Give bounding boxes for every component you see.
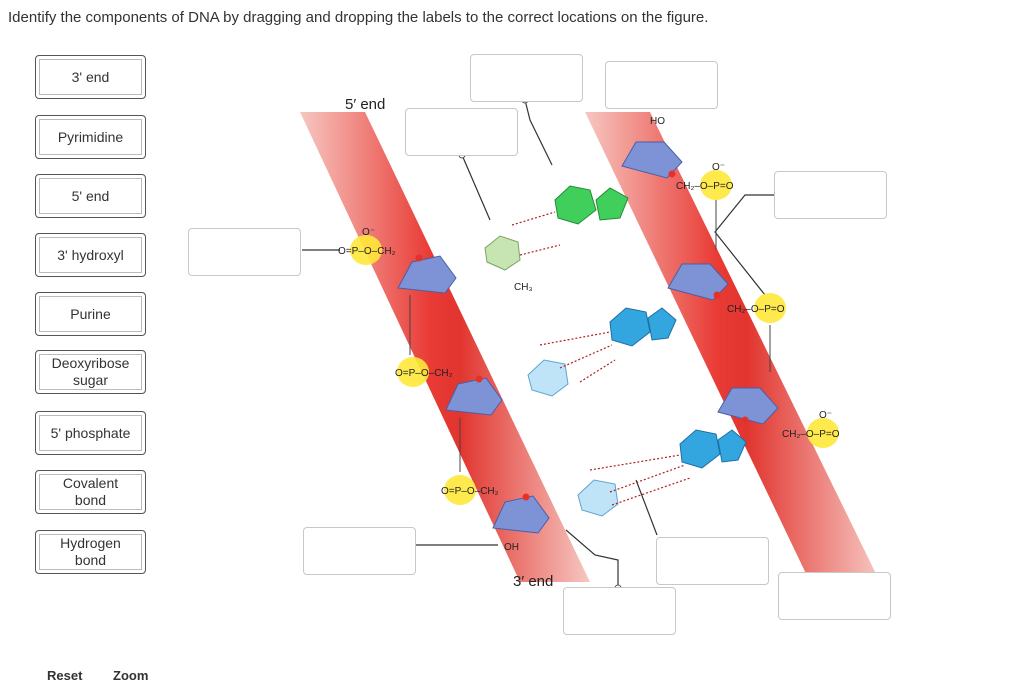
left-strand — [300, 112, 590, 582]
label-text: 5' phosphate — [50, 424, 131, 441]
instruction-text: Identify the components of DNA by draggi… — [8, 9, 709, 26]
o-minus-2: O⁻ — [712, 162, 725, 173]
label-text: Purine — [70, 305, 111, 322]
drop-target-1[interactable] — [470, 54, 583, 102]
label-3-end[interactable]: 3' end — [35, 55, 146, 99]
label-text: Deoxyribose — [51, 355, 130, 371]
phosphate-5: CH₂–O–P=O — [727, 304, 785, 315]
phosphate-1: O=P–O–CH₂ — [338, 246, 396, 257]
label-pyrimidine[interactable]: Pyrimidine — [35, 115, 146, 159]
phosphate-6: CH₂–O–P=O — [782, 429, 840, 440]
label-text-line2: bond — [74, 492, 107, 508]
label-text: Covalent — [62, 475, 119, 491]
reset-button[interactable]: Reset — [47, 668, 83, 683]
label-text-line2: bond — [74, 552, 107, 568]
bottom-end-label: 3′ end — [513, 573, 553, 590]
label-text: 3' end — [71, 68, 110, 85]
drop-target-8[interactable] — [563, 587, 676, 635]
drop-target-7[interactable] — [656, 537, 769, 585]
o-minus-1: O⁻ — [362, 227, 375, 238]
label-purine[interactable]: Purine — [35, 292, 146, 336]
ch3-label: CH₃ — [514, 282, 533, 293]
ho-label: HO — [650, 116, 665, 127]
label-text: 3' hydroxyl — [57, 246, 124, 263]
top-end-label: 5′ end — [345, 96, 385, 113]
label-3-hydroxyl[interactable]: 3' hydroxyl — [35, 233, 146, 277]
label-text: 5' end — [71, 187, 110, 204]
sugars — [397, 141, 779, 534]
label-text: Hydrogen — [60, 535, 121, 551]
drop-target-6[interactable] — [303, 527, 416, 575]
oh-label: OH — [504, 542, 519, 553]
drop-target-3[interactable] — [405, 108, 518, 156]
drop-target-4[interactable] — [774, 171, 887, 219]
label-5-end[interactable]: 5' end — [35, 174, 146, 218]
label-text-line2: sugar — [72, 372, 109, 388]
phosphate-3: O=P–O–CH₂ — [441, 486, 499, 497]
zoom-button[interactable]: Zoom — [113, 668, 149, 683]
label-5-phosphate[interactable]: 5' phosphate — [35, 411, 146, 455]
bases — [484, 185, 747, 517]
drop-target-5[interactable] — [188, 228, 301, 276]
right-strand — [585, 112, 880, 582]
phosphate-2: O=P–O–CH₂ — [395, 368, 453, 379]
drop-target-2[interactable] — [605, 61, 718, 109]
label-text: Pyrimidine — [57, 128, 124, 145]
phosphate-4: CH₂–O–P=O — [676, 181, 734, 192]
drop-target-9[interactable] — [778, 572, 891, 620]
o-minus-3: O⁻ — [819, 410, 832, 421]
leader-lines — [302, 99, 775, 588]
hydrogen-bonds — [511, 211, 691, 506]
